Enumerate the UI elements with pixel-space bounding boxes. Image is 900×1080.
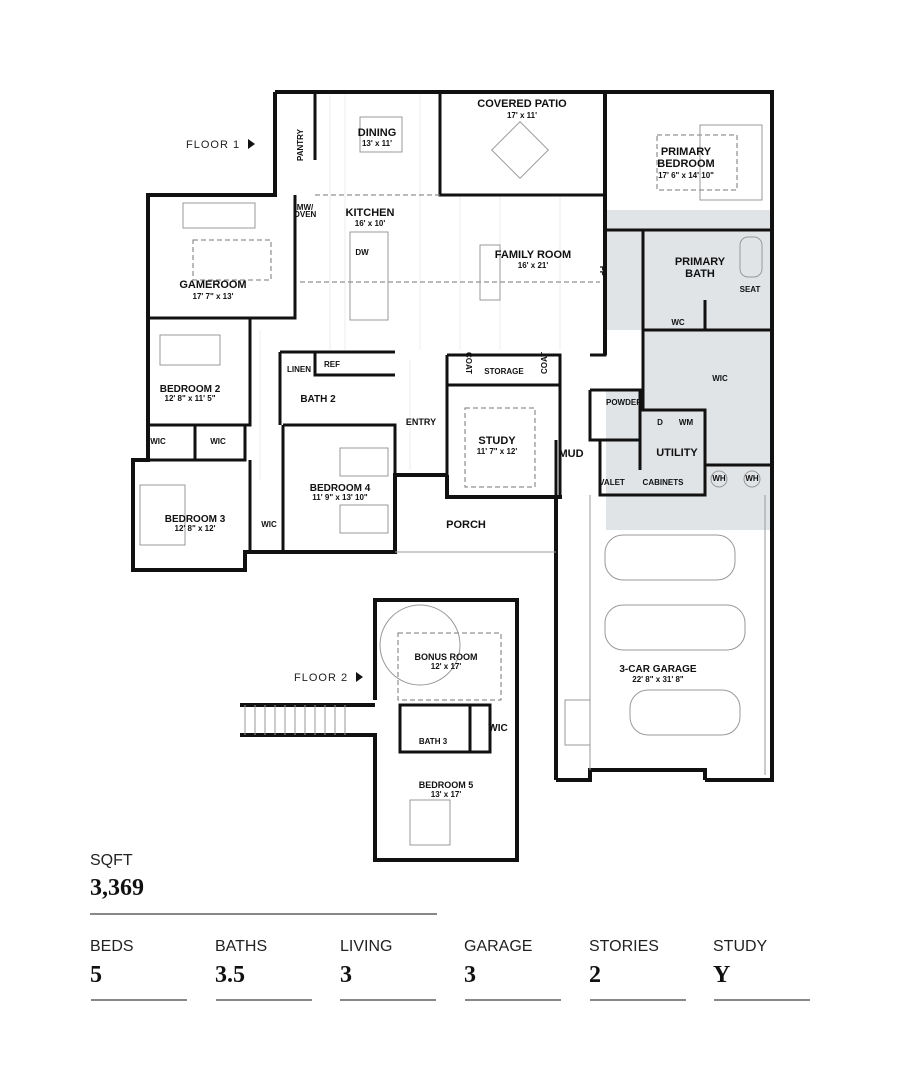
room-labels: PANTRY DINING 13' x 11' COVERED PATIO 17… — [150, 98, 761, 799]
cabinets-label: CABINETS — [643, 478, 685, 487]
study-stat-label: STUDY — [713, 938, 768, 955]
wic-b-label: WIC — [210, 437, 226, 446]
primary-bedroom-dims: 17' 6" x 14' 10" — [658, 171, 714, 180]
seat-label: SEAT — [740, 285, 761, 294]
sqft-divider — [90, 913, 437, 915]
linen-label: LINEN — [287, 365, 311, 374]
floor2-marker: FLOOR 2 — [294, 672, 364, 684]
water-heater-2-label: WH — [745, 474, 759, 483]
baths-value: 3.5 — [215, 962, 245, 988]
covered-patio-dims: 17' x 11' — [507, 111, 537, 120]
bedroom3-label: BEDROOM 3 — [165, 514, 226, 525]
primary-wc-label: WC — [671, 318, 685, 327]
sqft-value: 3,369 — [90, 875, 144, 901]
beds-divider — [91, 999, 187, 1001]
covered-patio-label: COVERED PATIO — [477, 98, 567, 110]
primary-bath-label-2: BATH — [685, 268, 715, 280]
fireplace-label: FP — [598, 266, 607, 277]
study-label: STUDY — [478, 435, 516, 447]
coat2-label: COAT — [540, 352, 549, 374]
study-stat-value: Y — [713, 962, 731, 988]
primary-bath-label-1: PRIMARY — [675, 256, 726, 268]
stories-divider — [590, 999, 686, 1001]
floor2-exterior-wall — [240, 598, 519, 862]
primary-bedroom-label-2: BEDROOM — [657, 158, 714, 170]
bedroom4-dims: 11' 9" x 13' 10" — [312, 493, 368, 502]
stairs — [244, 705, 346, 735]
baths-label: BATHS — [215, 938, 268, 955]
bonus-room-label: BONUS ROOM — [415, 652, 478, 662]
utility-label: UTILITY — [656, 447, 698, 459]
bedroom2-dims: 12' 8" x 11' 5" — [165, 394, 216, 403]
stories-label: STORIES — [589, 938, 659, 955]
arrow-right-icon — [248, 139, 256, 149]
floor2-interior-walls — [398, 703, 492, 754]
garage-front-wall — [556, 768, 707, 782]
living-divider — [340, 999, 436, 1001]
bonus-room-dims: 12' x 17' — [431, 662, 462, 671]
wic-c-label: WIC — [261, 520, 277, 529]
storage-label: STORAGE — [484, 367, 524, 376]
porch-label: PORCH — [446, 519, 486, 531]
dining-dims: 13' x 11' — [362, 139, 392, 148]
pantry-label: PANTRY — [296, 128, 305, 161]
gameroom-label: GAMEROOM — [179, 279, 246, 291]
garage-label: GARAGE — [464, 938, 533, 955]
bedroom5-dims: 13' x 17' — [431, 790, 462, 799]
dining-label: DINING — [358, 127, 397, 139]
living-value: 3 — [340, 962, 352, 988]
kitchen-dims: 16' x 10' — [355, 219, 386, 228]
bath3-label: BATH 3 — [419, 737, 448, 746]
valet-label: VALET — [599, 478, 625, 487]
bedroom4-label: BEDROOM 4 — [310, 483, 371, 494]
family-room-label: FAMILY ROOM — [495, 249, 571, 261]
floor1-marker: FLOOR 1 — [186, 139, 256, 151]
family-room-dims: 16' x 21' — [518, 261, 549, 270]
kitchen-label: KITCHEN — [346, 207, 395, 219]
gameroom-dims: 17' 7" x 13' — [193, 292, 234, 301]
sqft-label: SQFT — [90, 852, 133, 869]
garage-value: 3 — [464, 962, 476, 988]
garage-label: 3-CAR GARAGE — [619, 664, 697, 675]
furniture — [139, 116, 763, 846]
baths-divider — [216, 999, 312, 1001]
floor1-label: FLOOR 1 — [186, 139, 241, 151]
floor2-label: FLOOR 2 — [294, 672, 349, 684]
bedroom2-label: BEDROOM 2 — [160, 384, 221, 395]
primary-bedroom-label-1: PRIMARY — [661, 146, 712, 158]
beds-label: BEDS — [90, 938, 134, 955]
garage-dims: 22' 8" x 31' 8" — [632, 675, 684, 684]
mw-oven-label-2: OVEN — [294, 210, 317, 219]
water-heater-1-label: WH — [712, 474, 726, 483]
garage-divider — [465, 999, 561, 1001]
wic-a-label: WIC — [150, 437, 166, 446]
interior-walls — [133, 92, 772, 552]
living-label: LIVING — [340, 938, 393, 955]
stories-value: 2 — [589, 962, 601, 988]
primary-wic-label: WIC — [712, 374, 728, 383]
mud-label: MUD — [558, 448, 583, 460]
bedroom5-label: BEDROOM 5 — [419, 780, 474, 790]
arrow-right-icon — [356, 672, 364, 682]
floor-plan: PANTRY DINING 13' x 11' COVERED PATIO 17… — [131, 90, 774, 862]
washer-label: WM — [679, 418, 694, 427]
dryer-label: D — [657, 418, 663, 427]
floor-texture — [259, 95, 561, 480]
bedroom3-dims: 12' 8" x 12' — [175, 524, 216, 533]
mw-oven-label-1: MW/ — [297, 203, 314, 212]
study-dims: 11' 7" x 12' — [477, 447, 518, 456]
beds-value: 5 — [90, 962, 102, 988]
dishwasher-label: DW — [355, 248, 369, 257]
wic-d-label: WIC — [488, 723, 507, 734]
powder-label: POWDER — [606, 398, 642, 407]
coat1-label: COAT — [464, 352, 473, 374]
bath2-label: BATH 2 — [300, 394, 336, 405]
study-divider — [714, 999, 810, 1001]
ref-label: REF — [324, 360, 340, 369]
entry-label: ENTRY — [406, 417, 436, 427]
